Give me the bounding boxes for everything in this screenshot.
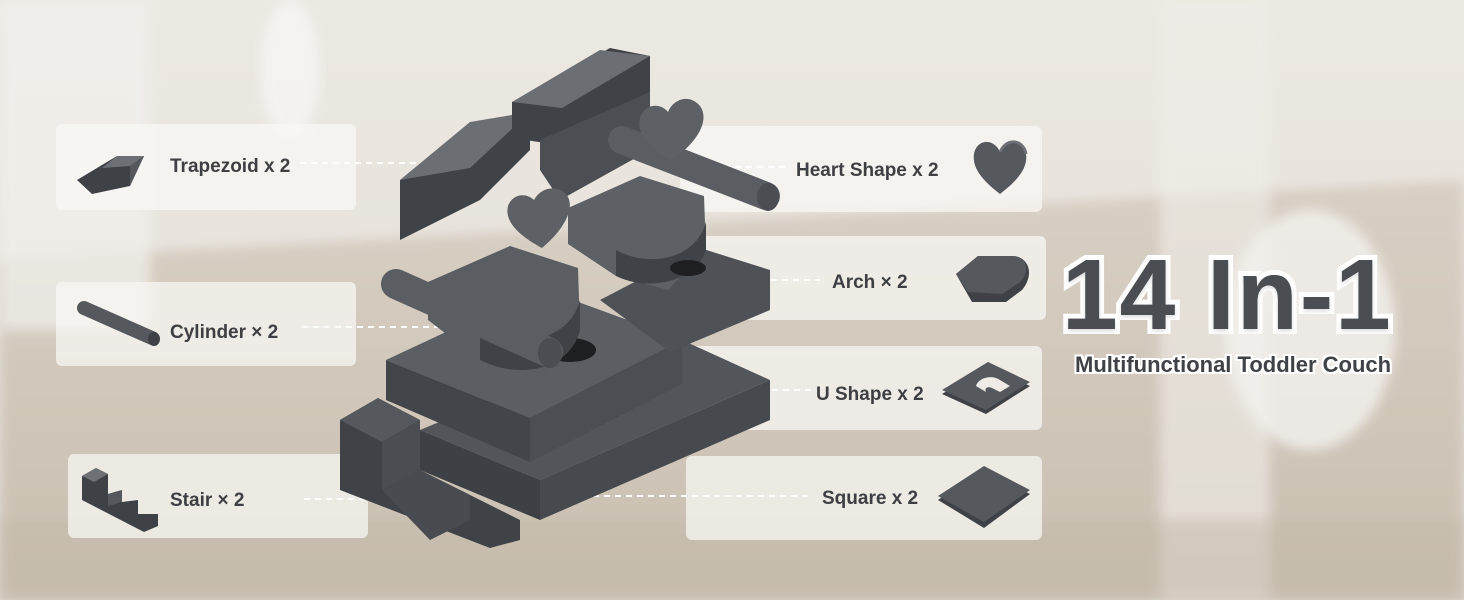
headline-subtitle: Multifunctional Toddler Couch	[1075, 352, 1392, 377]
card-square: Square x 2	[686, 456, 1042, 540]
square-icon	[938, 466, 1030, 528]
label-stair: Stair × 2	[170, 490, 245, 511]
headline-title: 14 In-1	[1062, 239, 1393, 351]
label-heart: Heart Shape x 2	[796, 160, 939, 181]
label-arch: Arch × 2	[832, 272, 908, 293]
heart-pieces	[507, 98, 704, 248]
u-shape-icon	[942, 362, 1030, 414]
stair-pieces	[340, 398, 520, 548]
card-cylinder: Cylinder × 2	[56, 282, 356, 366]
label-ushape: U Shape x 2	[816, 384, 924, 405]
card-stair: Stair × 2	[68, 454, 368, 538]
stair-icon	[82, 468, 158, 532]
arch-icon	[956, 256, 1029, 302]
heart-icon	[973, 140, 1028, 194]
trapezoid-icon	[77, 156, 144, 194]
card-trapezoid: Trapezoid x 2	[56, 124, 356, 210]
cylinder-icon	[77, 301, 160, 346]
trapezoid-pieces	[400, 48, 650, 240]
cylinder-pieces	[381, 126, 780, 368]
label-trapezoid: Trapezoid x 2	[170, 156, 291, 177]
headline-outline: 14 In-1	[1057, 234, 1396, 356]
label-square: Square x 2	[822, 488, 919, 509]
label-cylinder: Cylinder × 2	[170, 322, 279, 343]
